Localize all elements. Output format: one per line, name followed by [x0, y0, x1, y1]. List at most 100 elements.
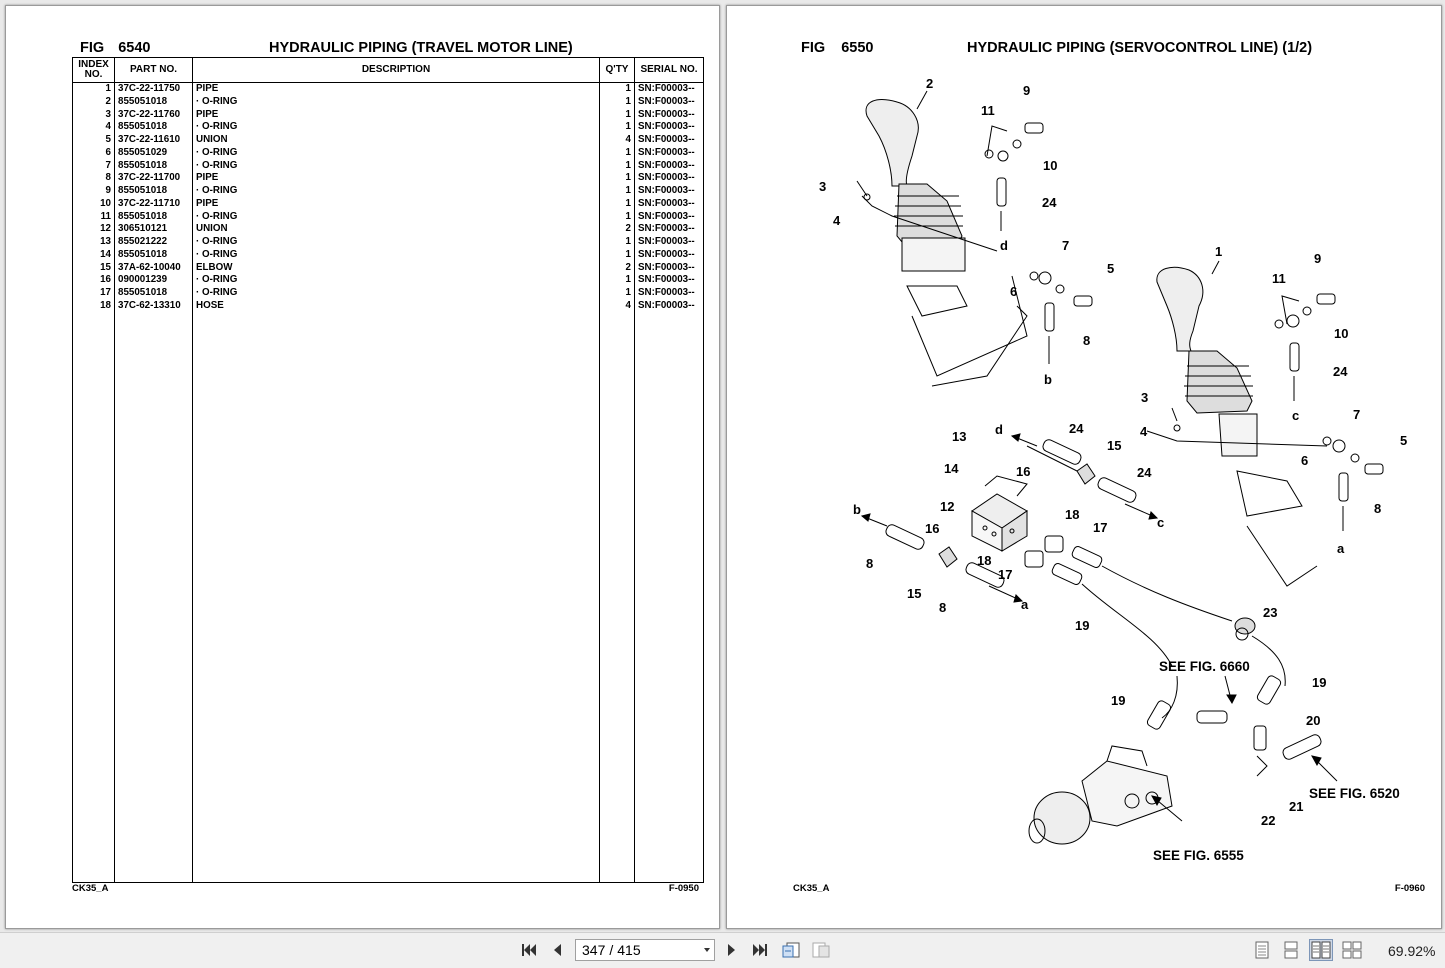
first-page-button[interactable]: [518, 939, 540, 961]
go-back-button[interactable]: [780, 939, 802, 961]
index-cell: 5: [72, 134, 115, 147]
column-header-serial: SERIAL NO.: [634, 57, 704, 83]
callout-21: 21: [1289, 799, 1303, 814]
callout-2: 2: [926, 76, 933, 91]
callout-13: 13: [952, 429, 966, 444]
table-header-row: INDEX NO. PART NO. DESCRIPTION Q'TY SERI…: [72, 57, 704, 83]
table-filler-row: [72, 312, 704, 883]
description-cell: PIPE: [192, 197, 600, 211]
part-number-cell: 855051018: [114, 121, 193, 134]
fig-label: FIG: [801, 40, 826, 56]
exploded-diagram: 1233445566778888991010111112131415151616…: [819, 76, 1407, 863]
callout-24: 24: [1333, 364, 1348, 379]
description-cell: PIPE: [192, 172, 600, 185]
callout-d: d: [1000, 238, 1008, 253]
next-page-button[interactable]: [722, 939, 742, 961]
left-page: FIG 6540 HYDRAULIC PIPING (TRAVEL MOTOR …: [5, 5, 720, 929]
callout-4: 4: [1140, 424, 1148, 439]
callout-a: a: [1021, 597, 1029, 612]
callout-22: 22: [1261, 813, 1275, 828]
qty-cell: 1: [599, 274, 635, 287]
index-cell: 12: [72, 223, 115, 236]
callout-9: 9: [1314, 251, 1321, 266]
serial-cell: SN:F00003--: [634, 159, 704, 173]
part-number-cell: 37C-22-11760: [114, 108, 193, 122]
qty-cell: 4: [599, 299, 635, 313]
callout-7: 7: [1353, 407, 1360, 422]
callout-16: 16: [1016, 464, 1030, 479]
see-fig-reference: SEE FIG. 6520: [1309, 786, 1400, 801]
callout-c: c: [1157, 515, 1164, 530]
callout-5: 5: [1107, 261, 1114, 276]
see-fig-reference: SEE FIG. 6660: [1159, 659, 1250, 674]
serial-cell: SN:F00003--: [634, 95, 704, 109]
qty-cell: 1: [599, 185, 635, 198]
description-cell: UNION: [192, 223, 600, 236]
footer-left: CK35_A: [793, 883, 830, 894]
qty-cell: 1: [599, 121, 635, 134]
callout-19: 19: [1111, 693, 1125, 708]
part-number-cell: 855051018: [114, 185, 193, 198]
joystick-left: [865, 99, 1028, 387]
callout-15: 15: [907, 586, 921, 601]
index-cell: 3: [72, 108, 115, 122]
callout-19: 19: [1312, 675, 1326, 690]
previous-page-button[interactable]: [547, 939, 567, 961]
callout-4: 4: [833, 213, 841, 228]
facing-pages-icon: [1311, 941, 1331, 959]
serial-cell: SN:F00003--: [634, 134, 704, 147]
callout-20: 20: [1306, 713, 1320, 728]
description-cell: · O-RING: [192, 274, 600, 287]
last-page-button[interactable]: [749, 939, 771, 961]
qty-cell: 1: [599, 287, 635, 300]
serial-cell: SN:F00003--: [634, 287, 704, 300]
fig-label: FIG: [80, 40, 105, 56]
qty-cell: 1: [599, 108, 635, 122]
fig-number: 6540: [118, 40, 151, 56]
parts-table: INDEX NO. PART NO. DESCRIPTION Q'TY SERI…: [72, 57, 704, 883]
serial-cell: SN:F00003--: [634, 172, 704, 185]
qty-cell: 4: [599, 134, 635, 147]
footer-right: F-0950: [668, 883, 699, 894]
single-page-icon: [1255, 941, 1269, 959]
fig-header: FIG 6550: [801, 40, 873, 56]
callout-16: 16: [925, 521, 939, 536]
description-cell: · O-RING: [192, 121, 600, 134]
go-forward-button[interactable]: [810, 939, 832, 961]
serial-cell: SN:F00003--: [634, 248, 704, 262]
last-page-icon: [753, 944, 767, 956]
page-dropdown-caret-icon[interactable]: [704, 948, 710, 952]
column-header-description: DESCRIPTION: [192, 57, 600, 83]
facing-pages-view-button[interactable]: [1309, 939, 1333, 961]
joystick-right: [1156, 266, 1318, 587]
description-cell: ELBOW: [192, 261, 600, 275]
page-number-field[interactable]: 347 / 415: [575, 939, 715, 961]
continuous-view-button[interactable]: [1280, 939, 1302, 961]
viewer-toolbar: 347 / 415 69.92%: [0, 932, 1445, 968]
callout-8: 8: [866, 556, 873, 571]
serial-cell: SN:F00003--: [634, 223, 704, 236]
index-cell: 11: [72, 210, 115, 224]
serial-cell: SN:F00003--: [634, 121, 704, 134]
leader-4-left: [861, 195, 998, 252]
index-cell: 6: [72, 146, 115, 160]
qty-cell: 2: [599, 223, 635, 236]
zoom-level[interactable]: 69.92%: [1388, 943, 1436, 959]
part-number-cell: 37C-22-11610: [114, 134, 193, 147]
serial-cell: SN:F00003--: [634, 236, 704, 249]
single-page-view-button[interactable]: [1251, 939, 1273, 961]
continuous-facing-view-button[interactable]: [1341, 939, 1363, 961]
callout-12: 12: [940, 499, 954, 514]
page-title: HYDRAULIC PIPING (SERVOCONTROL LINE) (1/…: [967, 40, 1313, 56]
valve-assembly: [1028, 745, 1173, 845]
part-number-cell: 37C-62-13310: [114, 299, 193, 313]
callout-6: 6: [1301, 453, 1308, 468]
leader-2: [916, 90, 928, 110]
